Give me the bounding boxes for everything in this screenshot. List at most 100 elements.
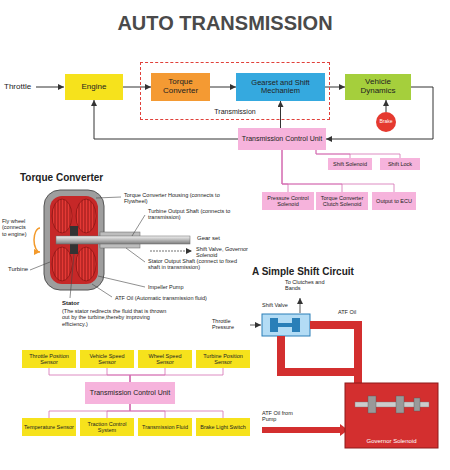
sensor-box: Throttle Position Sensor <box>22 350 76 368</box>
connector <box>49 368 130 382</box>
part-label: Stator Output Shaft (connect to fixed sh… <box>148 258 240 271</box>
sensor-box: Traction Control System <box>80 418 134 436</box>
sensor-box: Vehicle Speed Sensor <box>80 350 134 368</box>
node-text: Brake <box>379 119 392 125</box>
node-text: Wheel Speed Sensor <box>140 353 190 365</box>
node-text: Gearset and Shift Mechaniem <box>238 79 323 96</box>
leader-line <box>96 197 121 198</box>
node-text: Output to ECU <box>376 198 412 204</box>
pressure-arrow <box>250 325 261 326</box>
oil-pipe <box>310 325 358 386</box>
part-label: Fly wheel (connects to engine) <box>2 218 30 237</box>
turbine-blade-ring <box>52 247 72 281</box>
turbine-blade-ring <box>52 199 72 233</box>
node-text: Traction Control System <box>82 421 132 433</box>
section-heading: A Simple Shift Circuit <box>252 266 382 278</box>
oil-pipe <box>262 427 342 433</box>
diagram-title: AUTO TRANSMISSION <box>0 12 450 35</box>
part-label: Stator <box>62 300 102 307</box>
connector <box>282 150 342 192</box>
node-text: Torque Converter Clutch Solenoid <box>318 195 366 207</box>
connector <box>325 87 345 88</box>
governor-gear <box>414 398 420 411</box>
signal-arrow <box>150 251 192 252</box>
part-label: Throttle Pressure <box>212 318 248 331</box>
connector <box>282 150 288 192</box>
leader-line <box>70 254 74 298</box>
node-text: Brake Light Switch <box>200 424 246 430</box>
node-text: Transmission Fluid <box>142 424 188 430</box>
impeller-blade-ring <box>76 199 96 233</box>
flywheel-rotation-arrow <box>34 228 40 252</box>
sensor-box: Transmission Fluid <box>138 418 192 436</box>
leader-line <box>30 262 50 270</box>
connector <box>130 368 223 382</box>
sensor-box: Brake Light Switch <box>196 418 250 436</box>
node-text: Turbine Position Sensor <box>198 353 248 365</box>
valve-stem <box>270 323 300 327</box>
node-text: Transmission <box>214 108 255 116</box>
blade-pattern <box>52 247 72 281</box>
oil-pipe <box>281 336 358 372</box>
control-unit-box: Transmission Control Unit <box>238 128 326 150</box>
output-box: Pressure Control Solenoid <box>262 192 314 210</box>
node-text: Transmission Control Unit <box>242 135 322 143</box>
process-box: Gearset and Shift Mechaniem <box>236 73 325 101</box>
process-box: Vehicle Dynamics <box>345 74 411 100</box>
node-text: Pressure Control Solenoid <box>264 195 312 207</box>
connector <box>130 404 223 418</box>
control-unit-box: Transmission Control Unit <box>85 382 175 404</box>
throttle-arrow <box>36 87 64 88</box>
governor-housing <box>345 383 438 448</box>
part-label: Turbine <box>8 266 32 273</box>
connector <box>107 368 130 382</box>
leader-line <box>92 284 112 297</box>
output-box: Output to ECU <box>372 192 416 210</box>
output-box: Shift Lock <box>380 158 420 170</box>
process-box: Engine <box>65 74 123 100</box>
leader-line <box>126 248 145 262</box>
blade-pattern <box>52 199 72 233</box>
node-text: Transmission Control Unit <box>90 389 170 397</box>
part-label: Gear set <box>197 235 237 242</box>
blade-pattern <box>76 199 96 233</box>
connector <box>280 101 281 128</box>
leader-line <box>132 215 145 236</box>
sensor-box: Wheel Speed Sensor <box>138 350 192 368</box>
connector <box>386 100 387 112</box>
shift-valve-body <box>262 314 310 336</box>
part-label: Impeller Pump <box>148 284 208 290</box>
part-label: To Clutches and Bands <box>285 279 340 292</box>
group-box: Transmission Torque Converter Gearset and … <box>140 62 330 120</box>
part-label: Torque Converter Housing (connects to Fl… <box>124 192 234 205</box>
part-label: ATF Oil <box>338 309 368 315</box>
blade-pattern <box>76 247 96 281</box>
process-box: Torque Converter <box>151 73 210 101</box>
governor-gear <box>368 396 376 413</box>
node-text: Vehicle Dynamics <box>347 78 409 96</box>
connector <box>123 87 151 88</box>
node-text: Engine <box>82 83 107 92</box>
node-text: Governor Solenoid <box>366 438 416 445</box>
connector <box>107 404 130 418</box>
node-text: Temperature Sensor <box>24 424 74 430</box>
connector <box>316 150 400 158</box>
connector <box>49 404 130 418</box>
node-text: Shift Lock <box>388 161 412 167</box>
turbine-output-shaft <box>56 236 190 244</box>
governor-box: Governor Solenoid <box>345 383 438 448</box>
output-box: Torque Converter Clutch Solenoid <box>316 192 368 210</box>
node-text: Torque Converter <box>153 78 208 96</box>
node-text: Vehicle Speed Sensor <box>82 353 132 365</box>
sensor-box: Temperature Sensor <box>22 418 76 436</box>
impeller-blade-ring <box>76 247 96 281</box>
sensor-box: Turbine Position Sensor <box>196 350 250 368</box>
governor-gear <box>396 396 404 413</box>
section-heading: Torque Converter <box>20 172 140 184</box>
clutch-arrow <box>300 298 301 313</box>
input-label: Throttle <box>4 82 36 91</box>
part-label: ATF Oil from Pump <box>262 410 302 423</box>
connector <box>282 150 394 192</box>
